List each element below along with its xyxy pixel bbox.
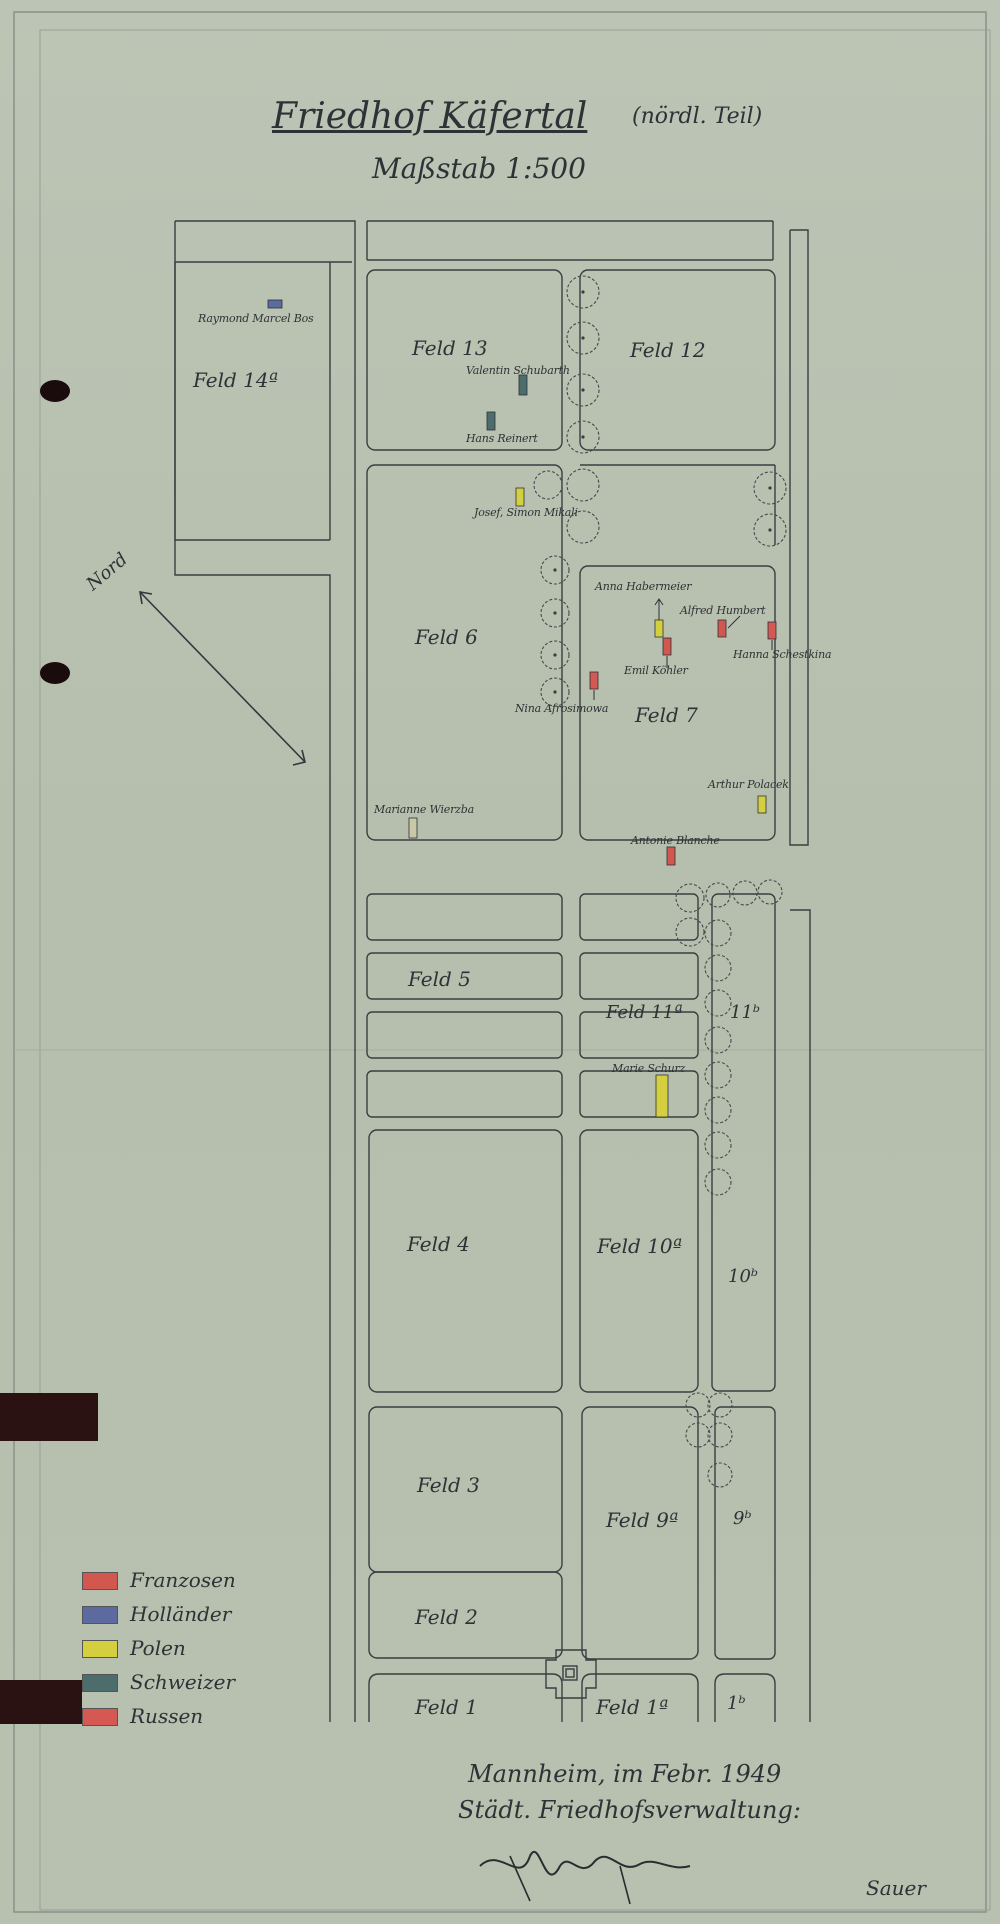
field-label-14a: Feld 14ª bbox=[193, 368, 279, 392]
grave-marker-schurz bbox=[655, 1074, 669, 1118]
field-5-strip-4 bbox=[366, 1070, 563, 1118]
binding-tab bbox=[0, 1393, 98, 1441]
field-label-1: Feld 1 bbox=[415, 1695, 478, 1719]
field-2 bbox=[368, 1571, 563, 1659]
legend-swatch bbox=[82, 1572, 118, 1590]
grave-label-wierzba: Marianne Wierzba bbox=[374, 803, 474, 816]
binding-tab bbox=[0, 1680, 82, 1724]
trees bbox=[533, 275, 787, 1488]
legend-swatch bbox=[82, 1674, 118, 1692]
legend-label: Schweizer bbox=[130, 1670, 236, 1694]
grave-marker-schestkina bbox=[767, 621, 777, 640]
grave-marker-mikali bbox=[515, 487, 525, 507]
field-label-11b: 11ᵇ bbox=[730, 1002, 761, 1023]
field-label-6: Feld 6 bbox=[415, 625, 478, 649]
field-label-10a: Feld 10ª bbox=[597, 1234, 683, 1258]
field-label-1a: Feld 1ª bbox=[596, 1695, 669, 1719]
map-title: Friedhof Käfertal bbox=[272, 96, 588, 137]
field-11b-10b-strip bbox=[711, 893, 776, 1392]
grave-label-afrosimowa: Nina Afrosimowa bbox=[515, 702, 609, 715]
field-11a-strip-1 bbox=[579, 893, 699, 941]
field-label-13: Feld 13 bbox=[412, 336, 488, 360]
grave-marker-bos bbox=[267, 299, 283, 309]
grave-marker-polacek bbox=[757, 795, 767, 814]
field-1a bbox=[581, 1673, 699, 1722]
map-scale: Maßstab 1:500 bbox=[372, 152, 586, 185]
grave-marker-humbert bbox=[717, 619, 727, 638]
grave-label-blanche: Antonie Blanche bbox=[631, 834, 720, 847]
field-label-9a: Feld 9ª bbox=[606, 1508, 679, 1532]
field-label-1b: 1ᵇ bbox=[727, 1693, 746, 1714]
field-9a bbox=[581, 1406, 699, 1660]
grave-label-schurz: Marie Schurz bbox=[612, 1062, 686, 1075]
grave-marker-schubarth bbox=[518, 374, 528, 396]
punch-hole bbox=[40, 662, 70, 684]
grave-label-humbert: Alfred Humbert bbox=[680, 604, 766, 617]
legend-swatch bbox=[82, 1708, 118, 1726]
field-1 bbox=[368, 1673, 563, 1722]
central-monument bbox=[545, 1649, 597, 1699]
field-6 bbox=[366, 464, 563, 841]
punch-hole bbox=[40, 380, 70, 402]
path-west bbox=[175, 220, 356, 1722]
grave-marker-koehler bbox=[662, 637, 672, 656]
grave-marker-blanche bbox=[666, 846, 676, 866]
legend-label: Holländer bbox=[130, 1602, 232, 1626]
footer-initials: Sauer bbox=[866, 1876, 926, 1900]
east-strip bbox=[789, 229, 809, 846]
field-13 bbox=[366, 269, 563, 451]
footer-office: Städt. Friedhofsverwaltung: bbox=[458, 1796, 801, 1824]
field-label-11a: Feld 11ª bbox=[606, 1002, 683, 1023]
field-1b bbox=[714, 1673, 776, 1722]
grave-marker-afrosimowa bbox=[589, 671, 599, 690]
tree-centres bbox=[553, 290, 772, 694]
grave-pointers bbox=[593, 598, 773, 700]
grave-label-reinert: Hans Reinert bbox=[466, 432, 538, 445]
field-label-12: Feld 12 bbox=[630, 338, 706, 362]
field-label-5: Feld 5 bbox=[408, 967, 471, 991]
outer-west-boundary bbox=[174, 221, 331, 1722]
field-label-9b: 9ᵇ bbox=[733, 1508, 752, 1529]
field-5-strip-2 bbox=[366, 952, 563, 1000]
grave-label-habermeier: Anna Habermeier bbox=[595, 580, 692, 593]
signature-icon bbox=[479, 1851, 691, 1905]
grave-marker-reinert bbox=[486, 411, 496, 431]
legend-label: Russen bbox=[130, 1704, 204, 1728]
grave-label-koehler: Emil Köhler bbox=[624, 664, 688, 677]
legend-label: Franzosen bbox=[130, 1568, 236, 1592]
legend-swatch bbox=[82, 1606, 118, 1624]
grave-markers bbox=[267, 299, 777, 1118]
field-7 bbox=[579, 565, 776, 841]
field-5-strip-1 bbox=[366, 893, 563, 941]
field-outlines bbox=[174, 220, 811, 1722]
field-5-strip-3 bbox=[366, 1011, 563, 1059]
sheet-border bbox=[13, 11, 987, 1913]
field-label-2: Feld 2 bbox=[415, 1605, 478, 1629]
grave-marker-habermeier bbox=[654, 619, 664, 638]
grave-label-bos: Raymond Marcel Bos bbox=[198, 312, 314, 325]
grave-marker-wierzba bbox=[408, 817, 418, 839]
north-arrow-icon bbox=[139, 591, 306, 766]
field-label-10b: 10ᵇ bbox=[728, 1266, 759, 1287]
legend-swatch bbox=[82, 1640, 118, 1658]
legend-label: Polen bbox=[130, 1636, 186, 1660]
inner-border bbox=[39, 29, 991, 1911]
grave-label-schubarth: Valentin Schubarth bbox=[466, 364, 570, 377]
footer-place-date: Mannheim, im Febr. 1949 bbox=[468, 1760, 782, 1788]
field-label-3: Feld 3 bbox=[417, 1473, 480, 1497]
field-12 bbox=[579, 269, 776, 451]
field-label-4: Feld 4 bbox=[407, 1232, 470, 1256]
field-4 bbox=[368, 1129, 563, 1393]
field-label-7: Feld 7 bbox=[635, 703, 698, 727]
field-9b bbox=[714, 1406, 776, 1660]
grave-label-polacek: Arthur Polacek bbox=[708, 778, 789, 791]
grave-label-schestkina: Hanna Schestkina bbox=[733, 648, 832, 661]
grave-label-mikali: Josef, Simon Mikali bbox=[474, 506, 578, 519]
map-title-subtitle: (nördl. Teil) bbox=[632, 104, 763, 129]
field-10a bbox=[579, 1129, 699, 1393]
